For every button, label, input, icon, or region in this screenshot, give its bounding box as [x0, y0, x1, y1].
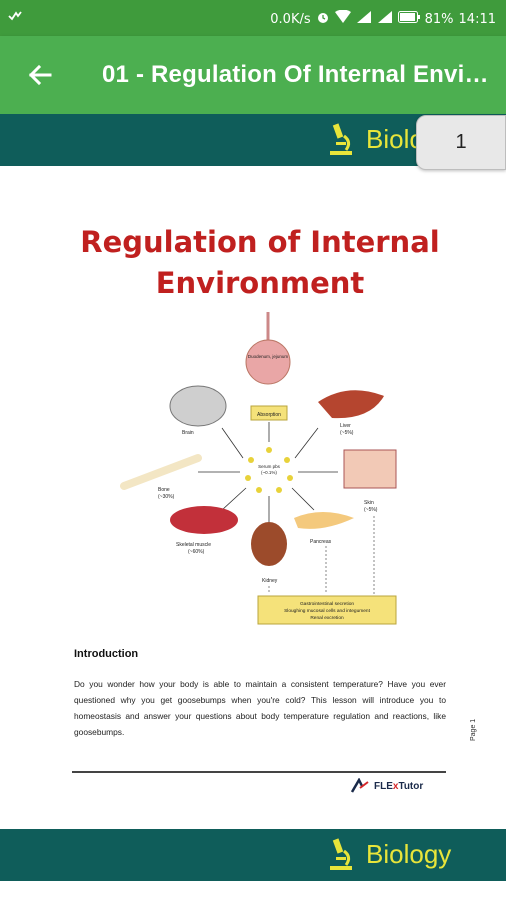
microscope-icon	[330, 838, 352, 870]
liver-illustration	[318, 390, 384, 419]
footer-label: Biology	[366, 839, 452, 869]
skin-label: Skin	[364, 500, 374, 506]
flextutor-logo: FLExTutor	[350, 778, 423, 794]
bone-label: Bone	[158, 487, 170, 493]
serum-label: Serum pbs	[258, 464, 281, 469]
bone-illustration	[120, 454, 202, 490]
output-line-1: Gastrointestinal secretion	[300, 601, 354, 607]
intro-paragraph: Do you wonder how your body is able to m…	[74, 679, 446, 737]
network-speed: 0.0K/s	[270, 11, 311, 27]
battery-percent: 81%	[424, 11, 454, 27]
kidney-illustration	[251, 522, 287, 566]
pancreas-illustration	[294, 512, 354, 529]
document-title: Regulation of Internal Environment	[80, 225, 440, 300]
back-arrow-icon[interactable]	[24, 59, 56, 91]
output-line-3: Renal excretion	[310, 615, 344, 621]
status-bar: 0.0K/s 81% 14:11	[0, 0, 506, 36]
app-bar: 01 - Regulation Of Internal Environment	[0, 36, 506, 114]
brain-illustration	[169, 385, 227, 427]
document-footer-band: Biology	[0, 829, 506, 881]
serum-percent: (~0.1%)	[261, 470, 277, 475]
intro-heading: Introduction	[74, 648, 139, 660]
clock: 14:11	[458, 11, 496, 27]
skin-illustration	[343, 449, 397, 489]
intestine-illustration	[245, 339, 291, 385]
check-notification-icon	[8, 9, 22, 27]
output-line-2: Sloughing mucosal cells and integument	[284, 608, 371, 614]
liver-percent: (~5%)	[340, 430, 354, 436]
brain-label: Brain	[182, 430, 194, 436]
page-indicator[interactable]: 1	[416, 115, 506, 170]
duodenum-label: Duodenum, jejunum	[248, 354, 289, 359]
wifi-icon	[334, 9, 351, 28]
homeostasis-diagram: Duodenum, jejunum Absorption Brain Liver…	[120, 312, 397, 625]
absorption-label: Absorption	[257, 412, 281, 418]
liver-label: Liver	[340, 423, 351, 429]
muscle-percent: (~60%)	[188, 549, 205, 555]
page-title: 01 - Regulation Of Internal Environment	[102, 61, 494, 88]
muscle-illustration	[170, 506, 238, 534]
brand-name: FLExTutor	[374, 780, 424, 792]
muscle-label: Skeletal muscle	[176, 542, 211, 548]
document-page[interactable]: Biology Regulation of Internal Environme…	[0, 114, 506, 900]
signal-icon	[356, 10, 372, 28]
pancreas-label: Pancreas	[310, 539, 332, 545]
battery-icon	[397, 11, 420, 27]
microscope-icon	[330, 123, 352, 155]
flextutor-logo-icon	[350, 778, 369, 793]
divider	[72, 771, 446, 773]
skin-percent: (~5%)	[364, 507, 378, 513]
signal-icon-2	[377, 10, 393, 28]
bone-percent: (~30%)	[158, 494, 175, 500]
alarm-icon	[316, 10, 330, 28]
kidney-label: Kidney	[262, 578, 278, 584]
page-number: Page 1	[470, 718, 477, 741]
